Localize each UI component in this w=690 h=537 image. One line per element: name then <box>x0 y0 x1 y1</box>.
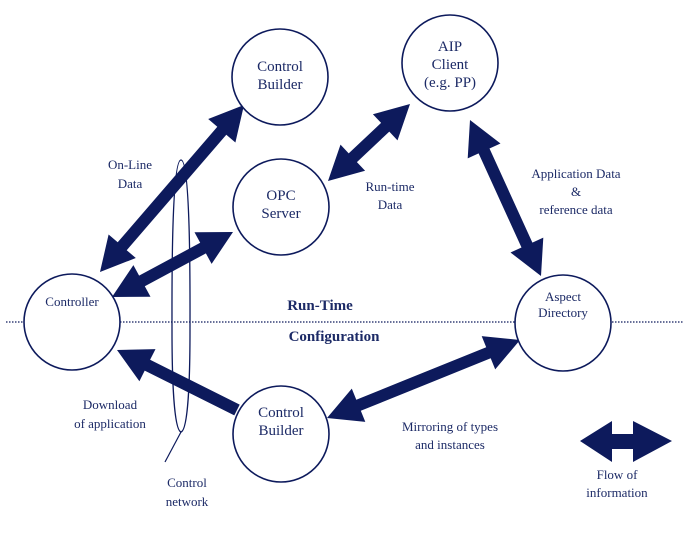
node-label: Control <box>257 59 303 75</box>
edge-label-application-data: Application Data <box>531 166 620 181</box>
node-label: AIP <box>438 39 462 55</box>
edge-label-download: of application <box>74 416 146 431</box>
node-opc-server[interactable]: OPC Server <box>232 158 330 256</box>
node-circle <box>514 274 612 372</box>
node-control-builder-bottom[interactable]: Control Builder <box>232 385 330 483</box>
label-control-network: Control <box>167 475 207 490</box>
edge-label-application-data: reference data <box>539 202 612 217</box>
node-label: Directory <box>538 305 588 320</box>
double-arrow-control-builder-bottom-to-aspect-directory <box>327 336 520 422</box>
node-circle <box>232 385 330 483</box>
double-arrow-controller-to-control-builder-top <box>100 105 244 272</box>
node-circle <box>232 158 330 256</box>
node-circle <box>23 273 121 371</box>
node-aip-client[interactable]: AIP Client (e.g. PP) <box>401 14 499 112</box>
node-label: OPC <box>266 188 295 204</box>
double-arrow-controller-to-opc-server <box>112 232 233 297</box>
legend-label: Flow of <box>597 467 638 482</box>
phase-label-configuration: Configuration <box>289 329 381 345</box>
arrow-control-builder-bottom-to-controller <box>117 349 240 416</box>
edge-label-application-data: & <box>571 184 581 199</box>
double-arrow-icon <box>580 421 672 462</box>
node-label: Control <box>258 405 304 421</box>
phase-label-runtime: Run-Time <box>287 298 353 314</box>
edge-label-mirroring: and instances <box>415 437 485 452</box>
double-arrow-opc-server-to-aip-client <box>328 104 410 181</box>
node-circle <box>401 14 499 112</box>
legend: Flow of information <box>580 421 672 500</box>
node-circle <box>231 28 329 126</box>
node-label: Client <box>432 57 469 73</box>
node-controller[interactable]: Controller <box>23 273 121 371</box>
node-label: Server <box>261 206 300 222</box>
control-network-ellipse <box>164 159 191 463</box>
node-label: Builder <box>259 423 304 439</box>
double-arrow-aip-client-to-aspect-directory <box>467 120 544 276</box>
label-control-network: network <box>166 494 209 509</box>
edge-label-mirroring: Mirroring of types <box>402 419 498 434</box>
node-control-builder-top[interactable]: Control Builder <box>231 28 329 126</box>
edge-label-online-data: On-Line <box>108 157 152 172</box>
node-label: Aspect <box>545 289 581 304</box>
node-label: Builder <box>258 77 303 93</box>
edge-label-download: Download <box>83 397 138 412</box>
node-label: Controller <box>45 294 99 309</box>
node-aspect-directory[interactable]: Aspect Directory <box>514 274 612 372</box>
edge-label-online-data: Data <box>118 176 143 191</box>
legend-label: information <box>586 485 648 500</box>
node-label: (e.g. PP) <box>424 75 476 91</box>
edge-label-runtime-data: Data <box>378 197 403 212</box>
edge-label-runtime-data: Run-time <box>365 179 414 194</box>
